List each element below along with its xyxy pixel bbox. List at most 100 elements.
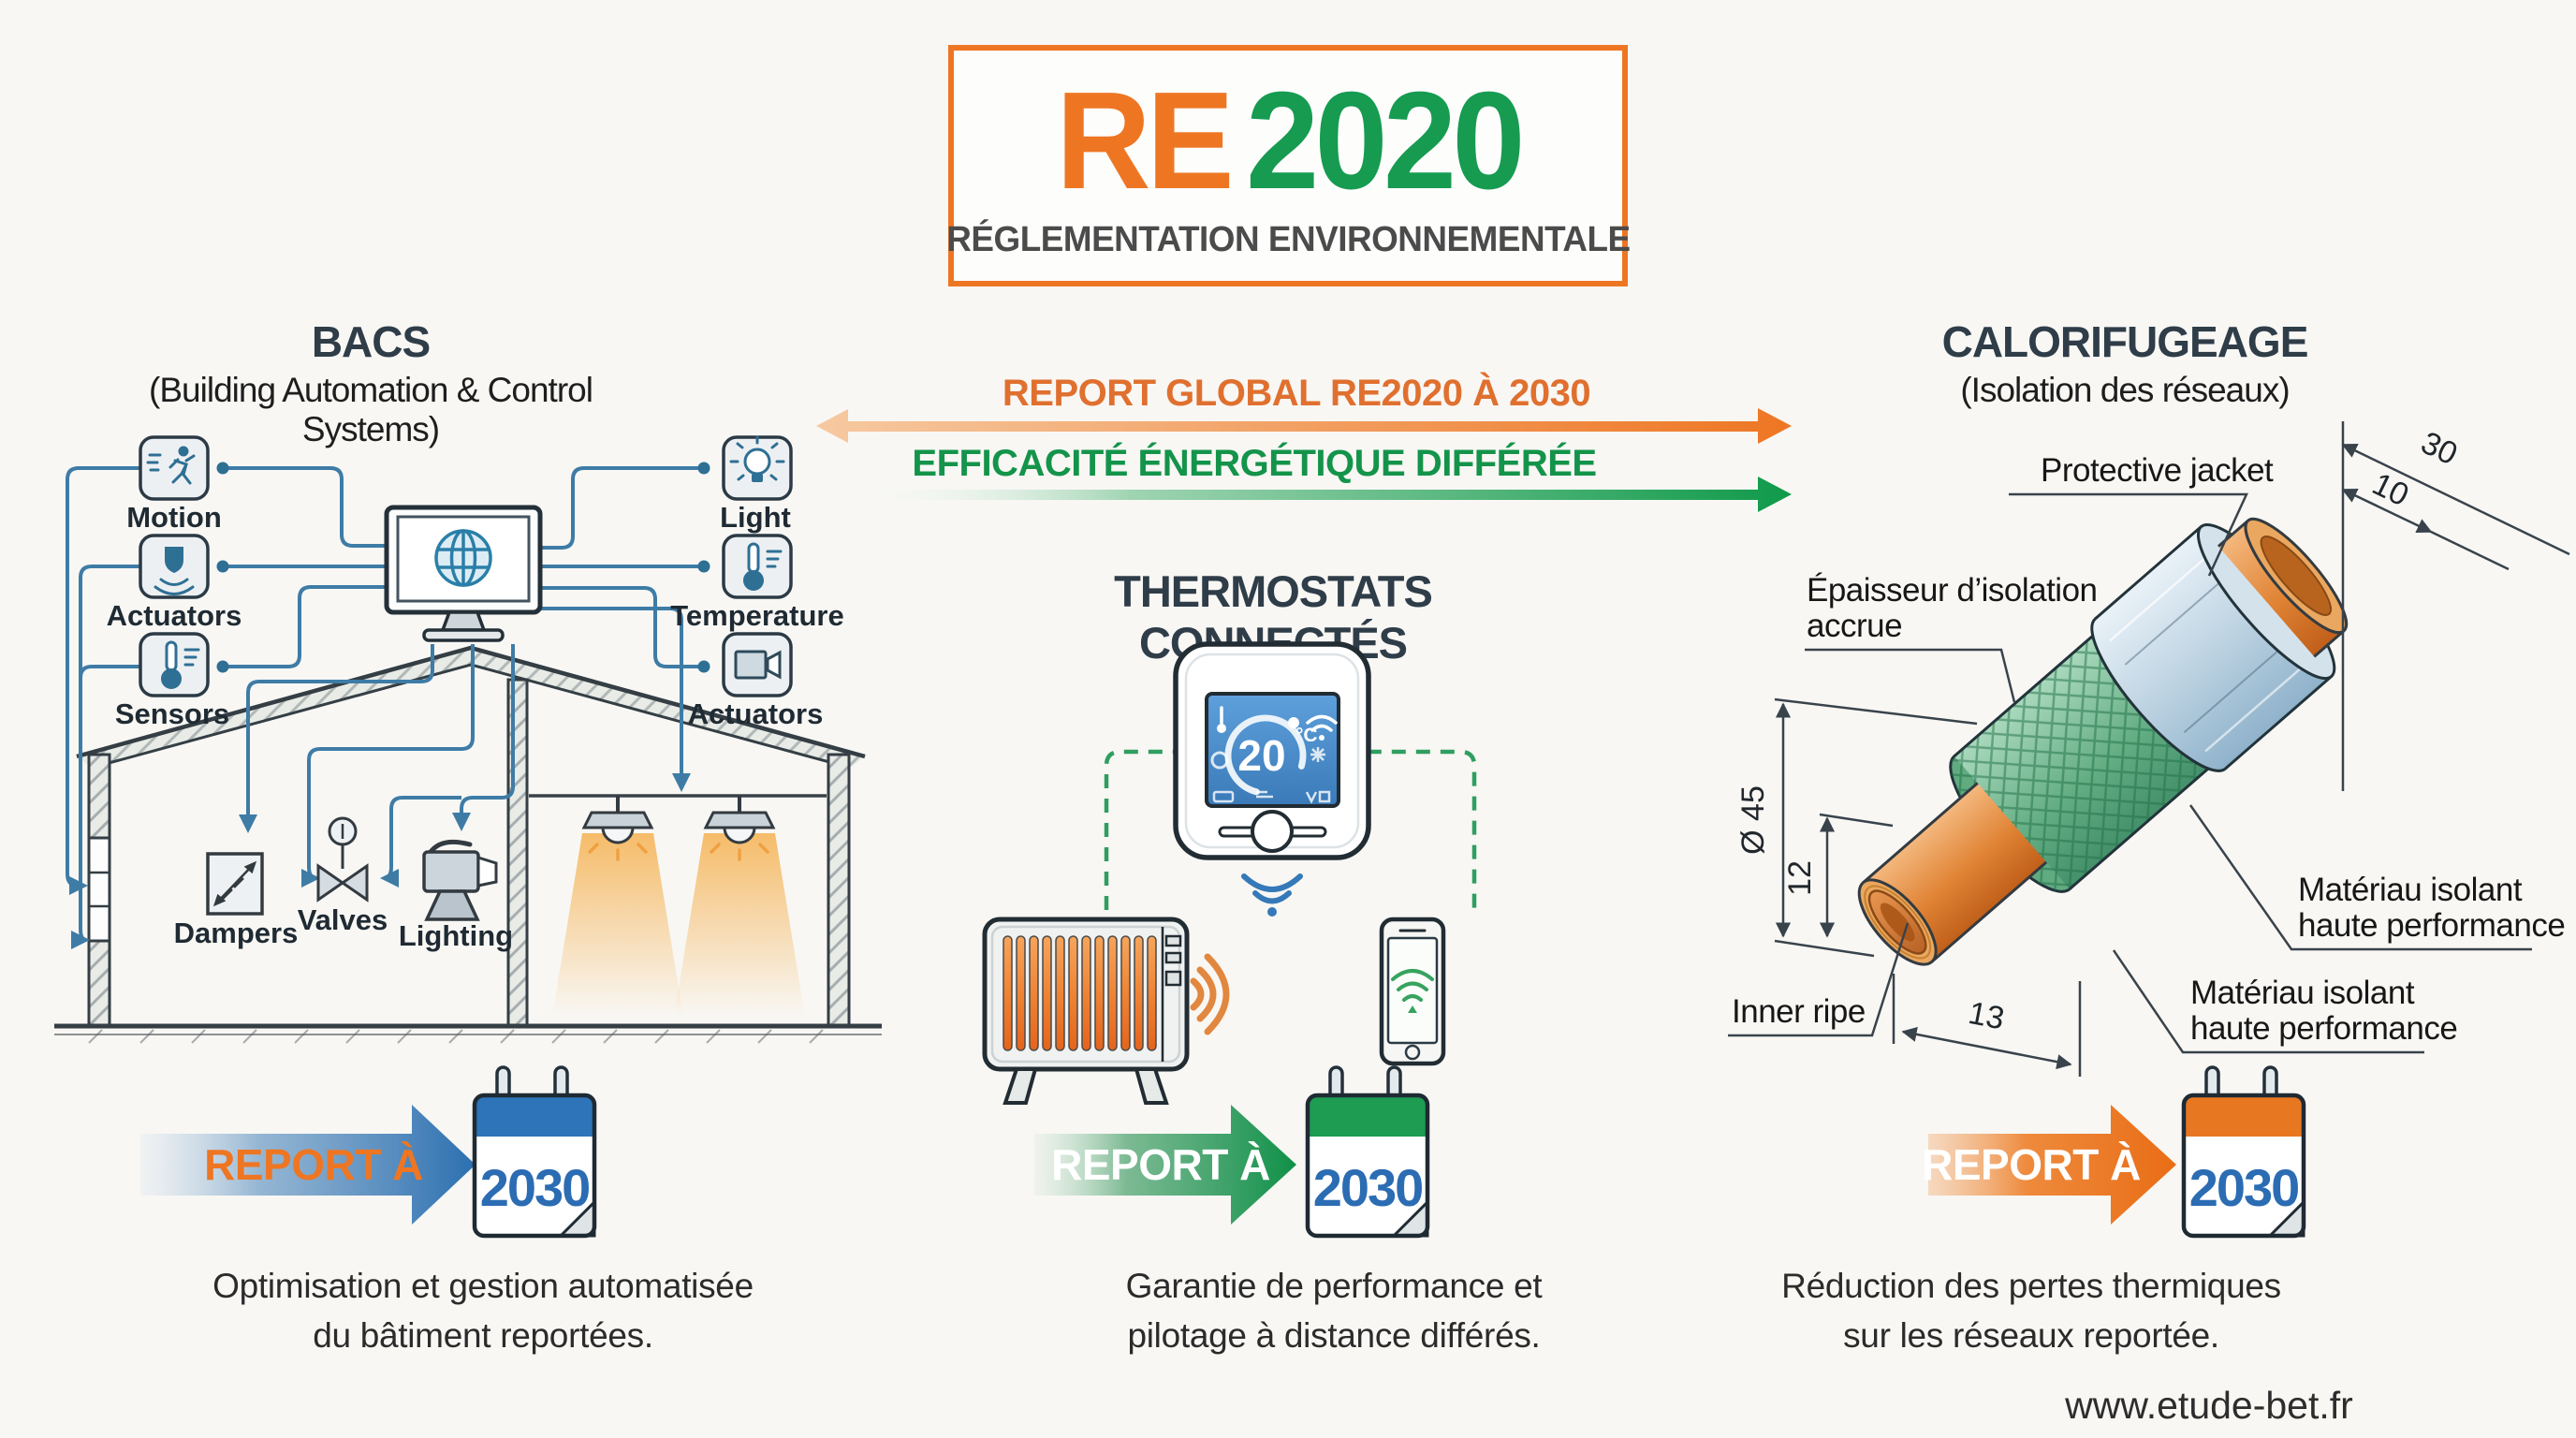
header-subtitle: RÉGLEMENTATION ENVIRONNEMENTALE (945, 219, 1631, 259)
wire-dot (216, 560, 229, 573)
dampers-unit: Dampers (174, 852, 299, 949)
orange-flow-label: REPORT GLOBAL RE2020 À 2030 (1003, 372, 1590, 414)
node-label: Light (720, 501, 791, 534)
dampers-label: Dampers (174, 917, 299, 949)
wire-dot (216, 660, 229, 673)
extension-line (1819, 813, 1894, 828)
calendar-2030-icon: 2030 (472, 1065, 597, 1239)
calendar-outline (472, 1093, 597, 1239)
node-light: Light (720, 435, 793, 534)
bacs-monitor (384, 505, 543, 642)
node-label: Actuators (107, 599, 242, 632)
heater-elements (1003, 935, 1157, 1051)
node-label: Temperature (670, 599, 844, 632)
wire-left-join (79, 665, 140, 679)
header-title-year: 2020 (1245, 63, 1526, 218)
wire-valve-right (380, 796, 461, 888)
valve-unit: Valves (298, 816, 388, 936)
insulation-label-line2: accrue (1807, 608, 1902, 644)
calendar-outline (2181, 1093, 2306, 1239)
window (87, 836, 111, 943)
lighting-handle (428, 839, 473, 855)
node-label: Motion (126, 501, 222, 534)
collar-outline-bottom (2313, 629, 2345, 658)
copper-ring (1864, 885, 1932, 960)
calendar-header (2184, 1095, 2304, 1137)
node-temperature: Temperature (670, 534, 844, 632)
ceiling-lamp-1 (552, 796, 683, 1017)
wireless-link-dashed (1104, 749, 1477, 914)
smartphone (1379, 917, 1446, 1066)
lamp-rays (710, 843, 769, 861)
report-arrow-label: REPORT À (1922, 1140, 2141, 1189)
dim-13: 13 (1966, 995, 2007, 1037)
thermostat-illustration: 20 °C (982, 641, 1477, 1105)
calorifugeage-report-group: REPORT À 2030 (1922, 1065, 2306, 1239)
presence-sensor-icon (154, 547, 195, 595)
report-arrow (140, 1105, 476, 1225)
home-button (1251, 810, 1294, 853)
thermometer-icon (743, 542, 783, 591)
thermostats-report-group: REPORT À 2030 (1034, 1065, 1430, 1239)
light-cone (674, 833, 805, 1017)
wire-dot (216, 462, 229, 475)
leader-protective-jacket (2009, 492, 2248, 577)
wire-dampers (239, 644, 434, 833)
leader-lines (1728, 492, 2532, 1054)
material-top-label-line1: Matériau isolant (2298, 872, 2523, 908)
left-wall-top (87, 753, 111, 840)
copper-outline-top (1862, 781, 1981, 884)
website-link[interactable]: www.etude-bet.fr (2065, 1384, 2353, 1427)
material-top-label-line2: haute performance (2298, 907, 2565, 944)
phone-home-button (1404, 1044, 1421, 1061)
flow-arrows: REPORT GLOBAL RE2020 À 2030 EFFICACITÉ É… (816, 372, 1792, 512)
damper-blades (212, 860, 257, 907)
calorifugeage-caption-line2: sur les réseaux reportée. (1843, 1315, 2219, 1355)
report-arrow (1034, 1105, 1296, 1225)
wire-lighting (452, 644, 515, 831)
heater-leg (1134, 1067, 1169, 1105)
node-motion: Motion (126, 435, 222, 534)
dimension-lines (1774, 421, 2570, 1077)
calendar-year: 2030 (2189, 1158, 2299, 1217)
protective-jacket-label: Protective jacket (2041, 452, 2274, 489)
ground-hatching (88, 1029, 824, 1044)
camera-icon (734, 650, 782, 680)
bacs-caption-line1: Optimisation et gestion automatisée (212, 1267, 754, 1305)
dim-10: 10 (2366, 466, 2414, 514)
calendar-2030-icon: 2030 (1305, 1065, 1430, 1239)
orange-flow-arrow (816, 408, 1792, 444)
bacs-title: BACS (311, 317, 431, 366)
wire-room-drop (541, 607, 691, 792)
thermometer-icon (161, 640, 200, 689)
wire-sensors (223, 585, 386, 668)
node-label: Sensors (115, 697, 229, 730)
house-equipment: Dampers Valves Lighting (174, 796, 805, 1017)
light-cone (552, 833, 683, 1017)
report-arrow (1928, 1105, 2176, 1225)
leader-inner-pipe (1728, 922, 1910, 1037)
jacket-body (2095, 526, 2332, 769)
thermostats-caption-line2: pilotage à distance différés. (1127, 1315, 1541, 1355)
wire-actuators-right (541, 586, 698, 668)
wire-light (541, 466, 698, 550)
thermometer-glyph (1217, 706, 1226, 733)
green-flow-arrow (847, 477, 1792, 512)
dim-12: 12 (1782, 860, 1818, 896)
temperature-value: 20 (1237, 731, 1285, 780)
broadcast-waves-icon (1241, 873, 1303, 917)
extension-line (2430, 530, 2510, 571)
calendar-outline (1305, 1093, 1430, 1239)
lamp-bulb (601, 826, 635, 844)
bacs-report-group: REPORT À 2030 (140, 1065, 597, 1239)
dial-knob (1288, 717, 1299, 728)
lighting-unit: Lighting (399, 839, 513, 952)
calorifugeage-caption-line1: Réduction des pertes thermiques (1781, 1267, 2281, 1305)
heater-button (1164, 970, 1182, 987)
heater-body-inner (990, 925, 1181, 1064)
heater-button (1164, 951, 1182, 964)
monitor-stand (440, 610, 487, 632)
